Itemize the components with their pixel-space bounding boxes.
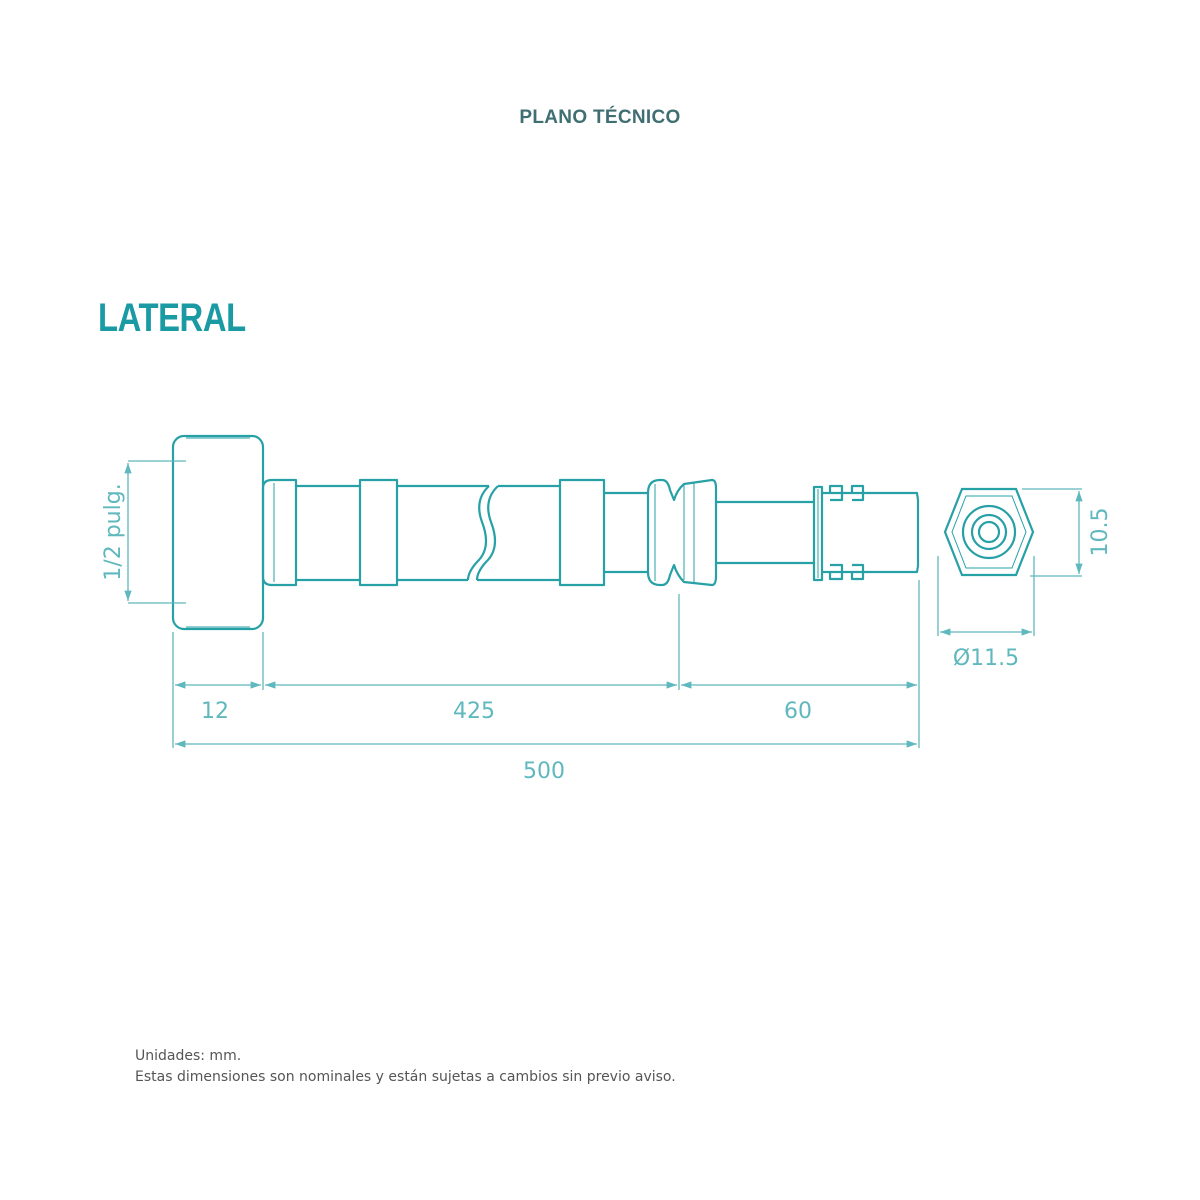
dim-hose-label: 425 [453,699,495,724]
ferrule-ridge [646,478,718,587]
hose-break-right [475,485,499,581]
footnotes: Unidades: mm. Estas dimensiones son nomi… [135,1046,676,1088]
dim-tail-label: 60 [784,699,812,724]
tail-stem [822,491,920,574]
ferrule [604,491,650,574]
page-title: PLANO TÉCNICO [519,107,681,128]
hose-band-right [558,478,606,587]
nut-collar [261,478,298,587]
hose-break-left [466,485,490,581]
dim-hex-diameter-label: Ø11.5 [953,646,1019,671]
tail-flange [812,485,824,582]
dim-nut-label: 12 [201,699,229,724]
hose-left [296,484,360,582]
tail-taper [716,500,733,565]
hose-assembly [171,434,920,631]
dim-hex-height-label: 10.5 [1088,508,1113,557]
dim-thread-label: 1/2 pulg. [101,483,126,580]
hose-band-left [358,478,399,587]
units-note: Unidades: mm. [135,1048,242,1064]
tail-barbs [828,484,865,581]
dim-total-label: 500 [523,759,565,784]
hex-end-view [943,487,1035,577]
hose-right [477,484,560,582]
disclaimer-note: Estas dimensiones son nominales y están … [135,1069,676,1085]
nut-body [171,434,265,631]
dimension-lines [124,460,1083,748]
section-heading: LATERAL [98,296,246,340]
